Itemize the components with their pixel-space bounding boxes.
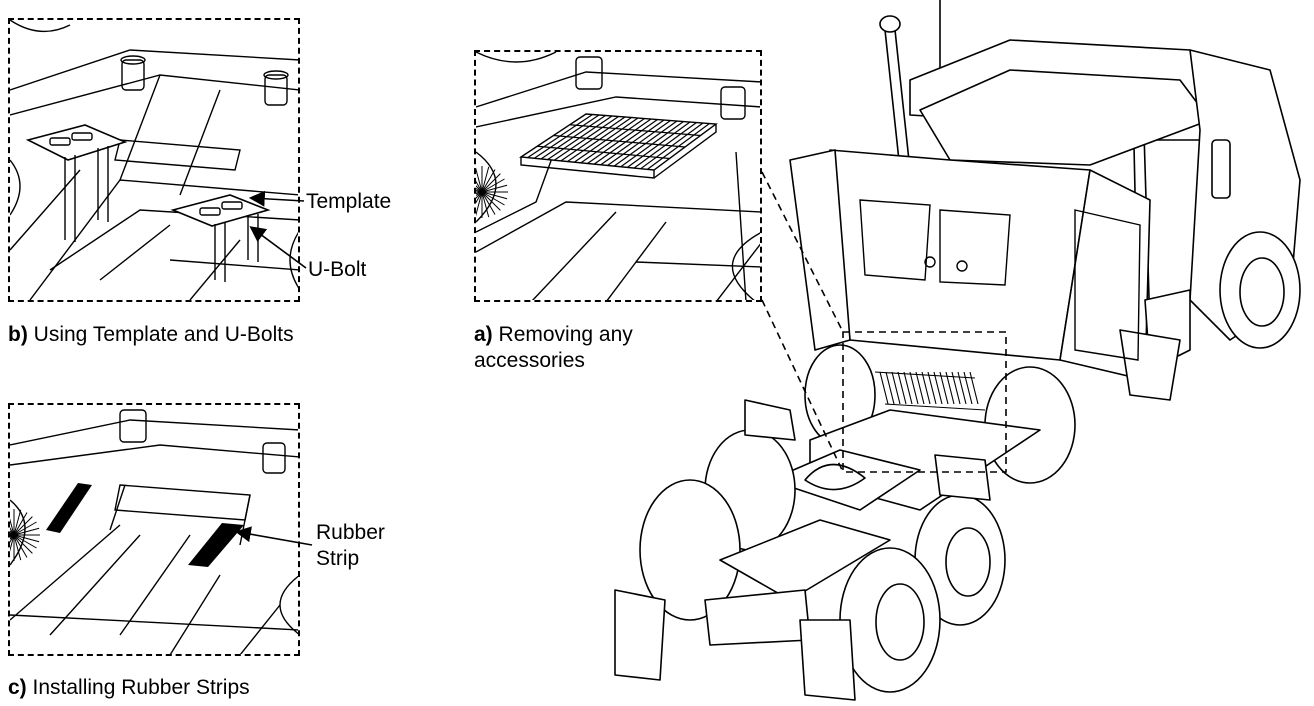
ubolt-callout-label: U-Bolt (308, 258, 367, 281)
caption-a: a) Removing any accessories (474, 322, 694, 374)
rubber-strip-label-line2: Strip (316, 547, 360, 570)
caption-c: c) Installing Rubber Strips (8, 675, 308, 701)
caption-b-text: Using Template and U-Bolts (33, 323, 294, 346)
rubber-strip-label-line1: Rubber (316, 521, 385, 544)
truck-illustration (614, 0, 1301, 701)
caption-b-letter: b) (8, 323, 28, 346)
caption-c-letter: c) (8, 676, 27, 699)
template-callout-label: Template (306, 190, 392, 213)
panel-b-template-ubolts (8, 18, 300, 302)
caption-a-letter: a) (474, 323, 493, 346)
template-ubolt-illustration (10, 20, 298, 300)
caption-c-text: Installing Rubber Strips (32, 676, 250, 699)
caption-a-text: Removing any accessories (474, 323, 633, 372)
panel-c-rubber-strips (8, 403, 300, 656)
panel-a-remove-accessories (474, 50, 762, 302)
rubber-strip (46, 483, 244, 567)
rubber-strip-callout-label: Rubber Strip (316, 520, 385, 572)
accessory-removal-illustration (476, 52, 760, 300)
rubber-strip-illustration (10, 409, 298, 654)
caption-b: b) Using Template and U-Bolts (8, 322, 298, 348)
